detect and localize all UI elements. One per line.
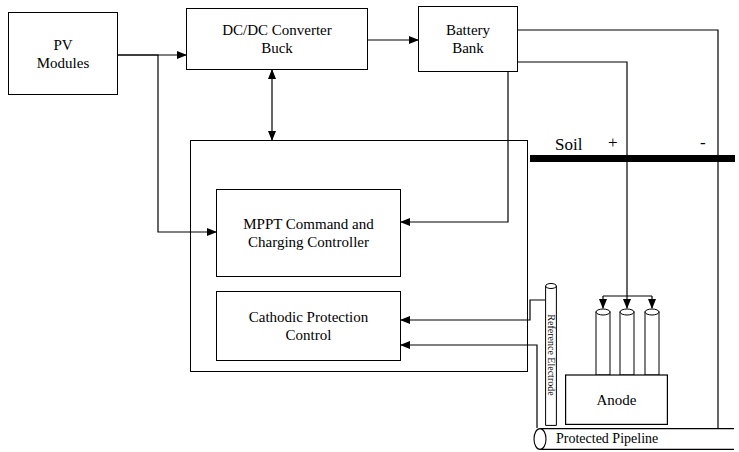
node-label: DC/DC Converter Buck xyxy=(212,21,342,57)
node-label: Anode xyxy=(565,375,668,425)
wire-connector xyxy=(368,39,418,40)
polarity-sign: + xyxy=(608,134,618,151)
soil-surface xyxy=(530,155,735,162)
anode-branch-wire xyxy=(602,296,603,308)
wire-connector xyxy=(271,70,272,140)
module-box: PV Modules xyxy=(8,12,118,95)
node-label: Cathodic Protection Control xyxy=(234,308,384,344)
anode-branch-wire xyxy=(603,295,652,296)
anode-branch-wire xyxy=(651,296,652,308)
node-label: Battery Bank xyxy=(437,21,499,57)
wire-connector xyxy=(118,55,216,232)
controller-box: MPPT Command and Charging Controller xyxy=(216,189,401,277)
medium-label: Soil xyxy=(555,136,582,153)
battery-box: Battery Bank xyxy=(418,6,518,72)
wire-connector xyxy=(401,72,508,222)
node-label: PV Modules xyxy=(32,36,94,72)
anode-assembly: Anode xyxy=(565,308,668,425)
controller-box: Cathodic Protection Control xyxy=(216,291,401,361)
pipeline-cylinder: Protected Pipeline xyxy=(532,428,735,450)
node-label: Reference Electrode xyxy=(545,314,557,395)
node-label: MPPT Command and Charging Controller xyxy=(229,215,389,251)
wire-connector xyxy=(401,300,545,320)
converter-box: DC/DC Converter Buck xyxy=(186,8,368,70)
wire-connector xyxy=(518,30,718,428)
reference-electrode: Reference Electrode xyxy=(545,283,557,426)
node-label: Protected Pipeline xyxy=(556,431,658,448)
polarity-sign: - xyxy=(700,134,706,151)
wire-connector xyxy=(401,345,537,428)
wire-connector xyxy=(518,62,627,308)
controller-housing: MPPT Command and Charging ControllerCath… xyxy=(190,140,528,372)
